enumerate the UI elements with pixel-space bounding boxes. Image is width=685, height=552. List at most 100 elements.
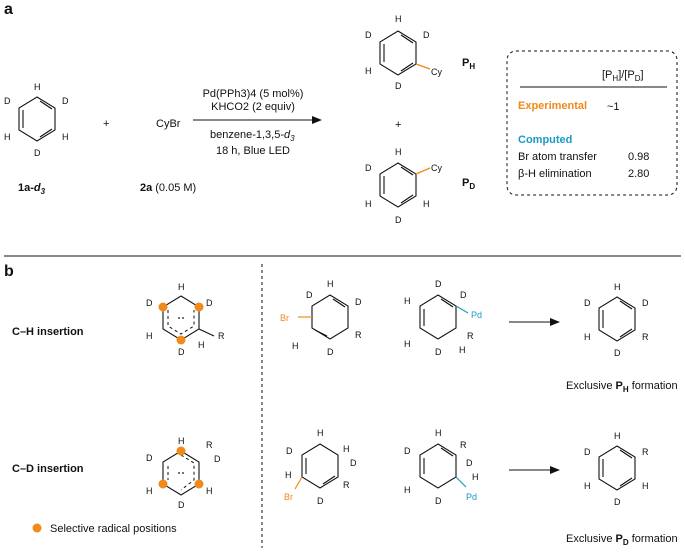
- atom-h: H: [435, 428, 442, 438]
- atom-d: D: [435, 347, 442, 357]
- product-ph-structure: H D D H Cy D: [365, 14, 442, 91]
- atom-d: D: [460, 290, 467, 300]
- atom-d: D: [404, 446, 411, 456]
- legend-marker: [32, 523, 42, 533]
- atom-d: D: [306, 290, 313, 300]
- product-pd-structure: H D Cy H H D: [365, 147, 442, 225]
- atom-h: H: [34, 82, 41, 92]
- atom-h: H: [459, 345, 466, 355]
- condition-base: KHCO2 (2 equiv): [211, 101, 295, 113]
- reactant-2a-label: 2a(0.05 M): [140, 182, 196, 194]
- atom-cy: Cy: [431, 67, 442, 77]
- atom-d: D: [178, 500, 185, 510]
- atom-h: H: [472, 472, 479, 482]
- atom-d: D: [614, 348, 621, 358]
- atom-h: H: [343, 444, 350, 454]
- atom-r: R: [460, 440, 467, 450]
- atom-d: D: [435, 279, 442, 289]
- condition-catalyst: Pd(PPh3)4 (5 mol%): [203, 88, 304, 100]
- atom-br: Br: [284, 492, 293, 502]
- ratio-table-box: [506, 50, 678, 196]
- atom-pd: Pd: [466, 492, 477, 502]
- computed-label: Computed: [518, 134, 572, 146]
- atom-h: H: [285, 470, 292, 480]
- cd-insertion-label: C–D insertion: [12, 463, 84, 475]
- atom-d: D: [395, 81, 402, 91]
- experimental-label: Experimental: [518, 100, 587, 112]
- panel-a-label: a: [4, 1, 13, 18]
- ch-insertion-radical: H D D H H R D: [146, 282, 225, 357]
- cd-product-structure: H D R H H D: [584, 431, 649, 507]
- atom-d: D: [178, 347, 185, 357]
- ch-arrow-head: [550, 318, 560, 326]
- ch-pd-intermediate: Pd H D D H R H D: [404, 279, 482, 357]
- atom-d: D: [34, 148, 41, 158]
- product-pd-label: PD: [462, 177, 475, 191]
- atom-d: D: [584, 447, 591, 457]
- atom-d: D: [365, 30, 372, 40]
- atom-r: R: [642, 447, 649, 457]
- atom-h: H: [584, 481, 591, 491]
- atom-d: D: [62, 96, 69, 106]
- atom-h: H: [584, 332, 591, 342]
- row-value-br-transfer: 0.98: [628, 151, 649, 163]
- exclusive-ph-formation: Exclusive PH formation: [566, 380, 678, 394]
- row-label-br-transfer: Br atom transfer: [518, 151, 597, 163]
- atom-d: D: [206, 298, 213, 308]
- row-value-beta-h: 2.80: [628, 168, 649, 180]
- atom-h: H: [292, 341, 299, 351]
- atom-r: R: [218, 331, 225, 341]
- atom-h: H: [178, 436, 185, 446]
- atom-h: H: [404, 339, 411, 349]
- atom-d: D: [423, 30, 430, 40]
- exclusive-pd-formation: Exclusive PD formation: [566, 533, 678, 547]
- reactant-1a-label: 1a-d3: [18, 182, 46, 196]
- cd-br-intermediate: Br H D H D H R D: [284, 428, 357, 506]
- atom-d: D: [365, 163, 372, 173]
- atom-r: R: [206, 440, 213, 450]
- atom-r: R: [355, 330, 362, 340]
- atom-d: D: [435, 496, 442, 506]
- atom-h: H: [404, 485, 411, 495]
- atom-d: D: [614, 497, 621, 507]
- atom-h: H: [365, 199, 372, 209]
- cd-insertion-radical: H D R D H H D: [146, 436, 221, 510]
- condition-time: 18 h, Blue LED: [216, 145, 290, 157]
- atom-d: D: [466, 458, 473, 468]
- atom-h: H: [198, 340, 205, 350]
- atom-h: H: [642, 481, 649, 491]
- atom-r: R: [467, 331, 474, 341]
- atom-d: D: [317, 496, 324, 506]
- ch-product-structure: H D D H R D: [584, 282, 649, 358]
- atom-h: H: [614, 431, 621, 441]
- atom-d: D: [355, 297, 362, 307]
- atom-h: H: [146, 486, 153, 496]
- reaction-arrow-head: [312, 116, 322, 124]
- legend-text: Selective radical positions: [50, 523, 177, 535]
- atom-h: H: [614, 282, 621, 292]
- atom-d: D: [4, 96, 11, 106]
- atom-h: H: [395, 14, 402, 24]
- atom-h: H: [4, 132, 11, 142]
- ch-insertion-label: C–H insertion: [12, 326, 84, 338]
- atom-d: D: [642, 298, 649, 308]
- ch-br-intermediate: Br D H D R H D: [280, 279, 362, 357]
- atom-br: Br: [280, 313, 289, 323]
- atom-h: H: [62, 132, 69, 142]
- atom-d: D: [395, 215, 402, 225]
- plus-sign: +: [103, 118, 109, 130]
- atom-h: H: [206, 486, 213, 496]
- product-ph-label: PH: [462, 57, 475, 71]
- row-label-beta-h: β-H elimination: [518, 168, 592, 180]
- atom-h: H: [404, 296, 411, 306]
- cd-arrow-head: [550, 466, 560, 474]
- products-plus: +: [395, 119, 401, 131]
- atom-r: R: [343, 480, 350, 490]
- atom-h: H: [365, 66, 372, 76]
- atom-d: D: [146, 453, 153, 463]
- cd-pd-intermediate: Pd H D R D H H D: [404, 428, 479, 506]
- atom-d: D: [286, 446, 293, 456]
- ratio-header: [PH]/[PD]: [602, 69, 644, 83]
- experimental-value: ~1: [607, 101, 620, 113]
